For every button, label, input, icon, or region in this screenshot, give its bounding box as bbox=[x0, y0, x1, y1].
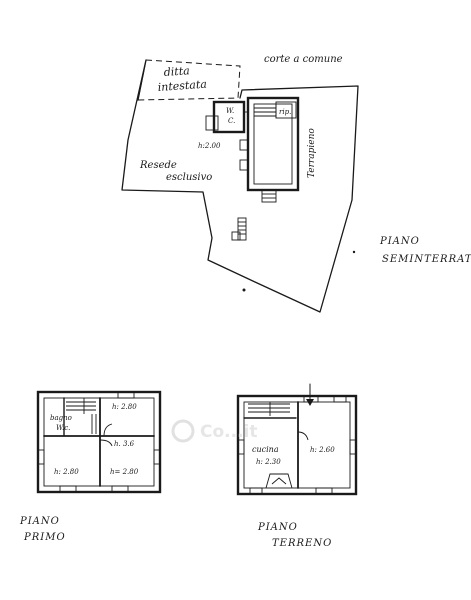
h-cucina-label: h: 2.30 bbox=[256, 458, 281, 466]
fireplace-inner bbox=[271, 477, 287, 485]
ditta-label-line1: ditta bbox=[163, 64, 190, 79]
bagno-label-line2: W.c. bbox=[56, 424, 70, 432]
door-swing bbox=[297, 431, 309, 441]
h-right-label: h: 2.60 bbox=[310, 446, 335, 454]
h-left-label: h: 2.80 bbox=[54, 468, 79, 476]
mark-dot bbox=[242, 288, 246, 292]
entrance-arrow-icon bbox=[306, 383, 314, 406]
watermark: Co...it bbox=[171, 419, 257, 443]
ground-floor-window bbox=[237, 439, 245, 455]
cucina-label: cucina bbox=[252, 445, 279, 454]
first-floor-window bbox=[37, 449, 45, 465]
ground-floor-title-line2: TERRENO bbox=[272, 538, 332, 549]
first-floor-window bbox=[153, 449, 161, 465]
wc-room bbox=[212, 100, 246, 134]
first-floor-title-line2: PRIMO bbox=[23, 532, 66, 543]
side-block-lower bbox=[239, 159, 249, 171]
ground-floor-stair bbox=[248, 402, 290, 416]
wc-label-line1: W. bbox=[226, 107, 234, 115]
bagno-label-line1: bagno bbox=[50, 414, 72, 422]
basement-height-label: h:2.00 bbox=[198, 142, 221, 150]
h-top-label: h: 2.80 bbox=[112, 403, 137, 411]
mark-dot bbox=[352, 250, 356, 254]
door-swing bbox=[99, 439, 113, 447]
wc-annex bbox=[205, 115, 219, 131]
ground-floor-window bbox=[333, 395, 347, 403]
lot-outline bbox=[121, 59, 359, 313]
basement-title-line2: SEMINTERRATO bbox=[382, 254, 471, 265]
resede-label-line2: esclusivo bbox=[166, 172, 212, 183]
ground-floor-window bbox=[315, 487, 333, 495]
ground-floor-window bbox=[249, 487, 263, 495]
rip-room bbox=[275, 101, 297, 119]
basement-title-line1: PIANO bbox=[379, 236, 420, 247]
resede-label-line1: Resede bbox=[139, 160, 177, 171]
first-floor-stair bbox=[66, 398, 97, 434]
basement-entry-steps bbox=[261, 189, 277, 203]
h-slope-label: h. 3.6 bbox=[114, 440, 135, 448]
ground-floor-plan: cucina h: 2.30 h: 2.60 PIANO TERRENO bbox=[236, 383, 358, 549]
rip-label: rip. bbox=[279, 108, 291, 116]
exterior-stair bbox=[231, 217, 247, 241]
basement-plan: corte a comune ditta intestata Resede es… bbox=[121, 54, 471, 313]
ditta-label-line2: intestata bbox=[157, 78, 207, 94]
ground-floor-window bbox=[349, 439, 357, 455]
first-floor-inner-wall bbox=[43, 397, 155, 487]
first-floor-window bbox=[117, 391, 135, 399]
corte-comune-label: corte a comune bbox=[264, 54, 343, 65]
fireplace bbox=[265, 473, 293, 489]
side-block-upper bbox=[239, 139, 249, 151]
ground-floor-door bbox=[303, 395, 319, 403]
door-swing bbox=[103, 423, 113, 437]
wc-label-line2: C. bbox=[228, 117, 235, 125]
first-floor-plan: bagno W.c. h: 2.80 h. 3.6 h: 2.80 h= 2.8… bbox=[19, 390, 162, 543]
terrapieno-label: Terrapieno bbox=[307, 128, 317, 178]
h-right-label: h= 2.80 bbox=[110, 468, 139, 476]
basement-inner-wall bbox=[253, 103, 293, 185]
first-floor-window bbox=[111, 485, 129, 493]
first-floor-window bbox=[59, 485, 77, 493]
first-floor-title-line1: PIANO bbox=[19, 516, 60, 527]
first-floor-outer-wall bbox=[36, 390, 162, 494]
neighbour-boundary bbox=[137, 59, 241, 101]
watermark-text: Co...it bbox=[200, 422, 257, 442]
ground-floor-title-line1: PIANO bbox=[257, 522, 298, 533]
